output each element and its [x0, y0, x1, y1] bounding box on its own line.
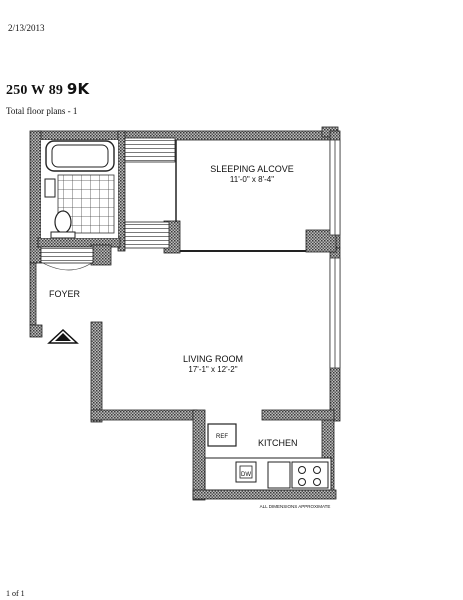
kitchen-fixtures: [204, 423, 332, 491]
room-dims-living-room: 17'-1" x 12'-2": [188, 365, 237, 374]
room-label-sleeping-alcove: SLEEPING ALCOVE: [210, 164, 294, 174]
bathroom: [41, 140, 118, 239]
unit-number-handwritten: 9K: [66, 80, 90, 98]
print-date: 2/13/2013: [8, 23, 45, 33]
windows: [329, 139, 341, 369]
plan-count: Total floor plans - 1: [6, 106, 78, 116]
listing-address: 250 W 89: [6, 83, 64, 98]
dishwasher-label: DW: [241, 472, 251, 478]
room-dims-sleeping-alcove: 11'-0" x 8'-4": [230, 175, 274, 184]
closets: [40, 137, 177, 264]
refrigerator-label: REF: [216, 434, 228, 440]
room-label-foyer: FOYER: [49, 289, 81, 299]
page-number: 1 of 1: [6, 589, 25, 598]
room-label-living-room: LIVING ROOM: [183, 354, 243, 364]
exterior-walls: [29, 126, 341, 501]
dimensions-note: ALL DIMENSIONS APPROXIMATE: [260, 504, 331, 509]
room-label-kitchen: KITCHEN: [258, 438, 298, 448]
listing-title: 250 W 89 9K: [6, 80, 89, 99]
